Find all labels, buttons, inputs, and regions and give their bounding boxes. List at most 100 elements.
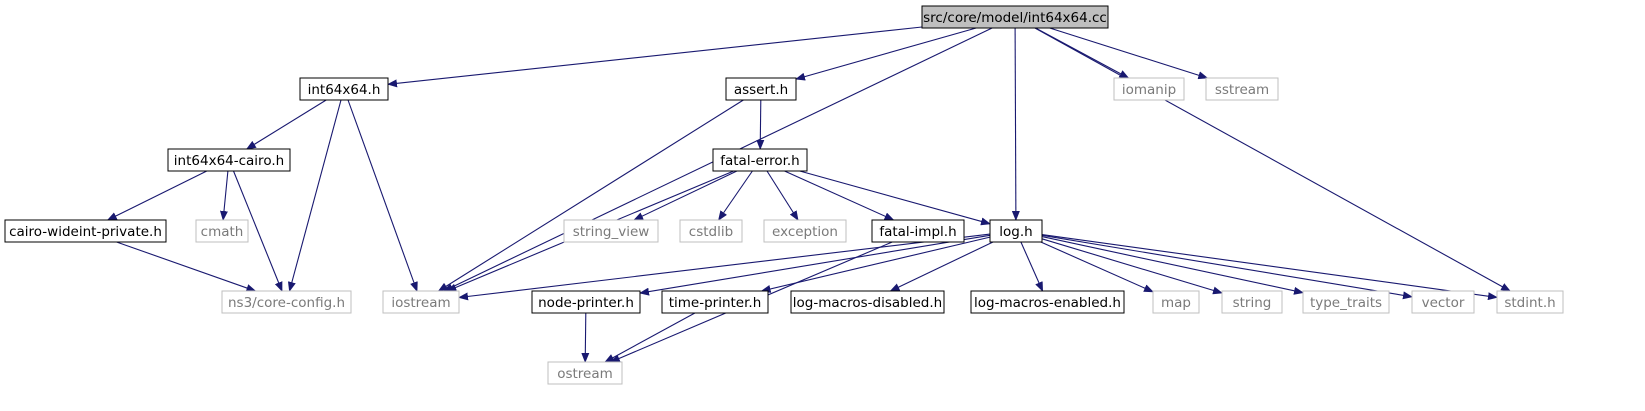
edge-timeprinter-to-ostream: [604, 312, 696, 363]
node-fatalerror[interactable]: fatal-error.h: [712, 148, 808, 172]
edge-root-to-asserth: [795, 27, 977, 81]
edge-int64x64h-to-iostream: [347, 99, 418, 292]
edge-asserth-to-fatalerror: [756, 99, 765, 150]
node-string: string: [1221, 290, 1283, 314]
node-stdinth: stdint.h: [1496, 290, 1564, 314]
node-box-timeprinter: [661, 290, 769, 314]
node-timeprinter[interactable]: time-printer.h: [661, 290, 769, 314]
edge-int64x64cairo-to-cairowide: [106, 170, 208, 221]
node-label-exception: exception: [772, 224, 838, 240]
node-label-int64x64cairo: int64x64-cairo.h: [174, 153, 284, 169]
node-fatalimpl[interactable]: fatal-impl.h: [871, 219, 965, 243]
edge-fatalerror-to-cstdlib: [718, 170, 753, 221]
node-label-nodeprinter: node-printer.h: [538, 295, 634, 311]
edge-root-to-sstream: [1049, 27, 1209, 80]
edge-int64x64cairo-to-cmath: [219, 170, 229, 221]
node-box-int64x64h: [299, 77, 389, 101]
edge-cairowide-to-nscoreconfig: [116, 241, 257, 292]
node-logmacrosdisabled[interactable]: log-macros-disabled.h: [790, 290, 945, 314]
node-label-fatalerror: fatal-error.h: [720, 153, 800, 169]
edge-logh-to-nodeprinter: [639, 234, 991, 296]
edge-fatalerror-to-exception: [766, 170, 799, 221]
node-cstdlib: cstdlib: [679, 219, 743, 243]
node-iostream: iostream: [382, 290, 460, 314]
edge-logh-to-stdinth: [1041, 234, 1498, 301]
node-label-logmacrosenabled: log-macros-enabled.h: [974, 295, 1121, 311]
node-box-map: [1152, 290, 1200, 314]
edge-fatalerror-to-logh: [799, 170, 991, 226]
node-root[interactable]: src/core/model/int64x64.cc: [921, 5, 1109, 29]
node-box-fatalerror: [712, 148, 808, 172]
edge-int64x64cairo-to-nscoreconfig: [232, 170, 283, 292]
node-label-stdinth: stdint.h: [1504, 295, 1555, 311]
node-label-cairowide: cairo-wideint-private.h: [9, 224, 162, 240]
node-sstream: sstream: [1205, 77, 1279, 101]
node-box-nscoreconfig: [221, 290, 352, 314]
node-exception: exception: [763, 219, 847, 243]
node-box-cairowide: [4, 219, 167, 243]
edge-asserth-to-iostream: [437, 99, 744, 292]
node-box-exception: [763, 219, 847, 243]
node-stringview: string_view: [563, 219, 659, 243]
nodes-layer: src/core/model/int64x64.cc int64x64.h asse…: [4, 5, 1564, 385]
node-label-cstdlib: cstdlib: [689, 224, 733, 240]
node-label-cmath: cmath: [201, 224, 244, 240]
node-nscoreconfig: ns3/core-config.h: [221, 290, 352, 314]
node-label-timeprinter: time-printer.h: [669, 295, 762, 311]
edge-logh-to-map: [1040, 241, 1154, 293]
node-box-logmacrosenabled: [970, 290, 1125, 314]
edge-logh-to-string: [1041, 238, 1223, 295]
node-box-iomanip: [1113, 77, 1185, 101]
node-label-asserth: assert.h: [734, 82, 788, 98]
edge-logh-to-logmacrosdisabled: [889, 241, 994, 292]
node-box-int64x64cairo: [167, 148, 291, 172]
node-box-fatalimpl: [871, 219, 965, 243]
node-box-string: [1221, 290, 1283, 314]
edge-root-to-logh: [1011, 27, 1020, 221]
node-label-int64x64h: int64x64.h: [308, 82, 381, 98]
node-asserth[interactable]: assert.h: [725, 77, 797, 101]
node-box-asserth: [725, 77, 797, 101]
node-label-logh: log.h: [999, 224, 1032, 240]
node-logh[interactable]: log.h: [989, 219, 1043, 243]
edge-logh-to-logmacrosenabled: [1020, 241, 1044, 292]
node-label-fatalimpl: fatal-impl.h: [879, 224, 956, 240]
node-label-iostream: iostream: [391, 295, 450, 311]
node-label-vector: vector: [1422, 295, 1465, 311]
node-box-logmacrosdisabled: [790, 290, 945, 314]
edge-root-to-int64x64h: [387, 26, 923, 88]
node-map: map: [1152, 290, 1200, 314]
edge-int64x64h-to-int64x64cairo: [245, 99, 327, 150]
node-label-map: map: [1161, 295, 1191, 311]
node-label-logmacrosdisabled: log-macros-disabled.h: [793, 295, 942, 311]
node-label-string: string: [1233, 295, 1272, 311]
node-box-iostream: [382, 290, 460, 314]
edge-fatalerror-to-fatalimpl: [784, 170, 895, 221]
node-logmacrosenabled[interactable]: log-macros-enabled.h: [970, 290, 1125, 314]
node-label-iomanip: iomanip: [1122, 82, 1176, 98]
node-typetraits: type_traits: [1302, 290, 1390, 314]
node-label-nscoreconfig: ns3/core-config.h: [228, 295, 345, 311]
node-box-nodeprinter: [531, 290, 641, 314]
edge-logh-to-iostream: [458, 233, 991, 301]
node-nodeprinter[interactable]: node-printer.h: [531, 290, 641, 314]
edge-logh-to-timeprinter: [760, 236, 991, 293]
node-box-root: [921, 5, 1109, 29]
node-label-root: src/core/model/int64x64.cc: [923, 10, 1107, 26]
edge-root-to-stdinth: [1034, 27, 1511, 292]
edge-logh-to-vector: [1041, 234, 1413, 300]
node-box-sstream: [1205, 77, 1279, 101]
node-ostream: ostream: [547, 361, 623, 385]
node-label-sstream: sstream: [1215, 82, 1269, 98]
node-label-ostream: ostream: [557, 366, 613, 382]
node-vector: vector: [1411, 290, 1475, 314]
node-box-stdinth: [1496, 290, 1564, 314]
node-iomanip: iomanip: [1113, 77, 1185, 101]
node-int64x64h[interactable]: int64x64.h: [299, 77, 389, 101]
node-int64x64cairo[interactable]: int64x64-cairo.h: [167, 148, 291, 172]
edge-fatalerror-to-stringview: [633, 170, 738, 221]
node-cmath: cmath: [195, 219, 249, 243]
node-cairowide[interactable]: cairo-wideint-private.h: [4, 219, 167, 243]
